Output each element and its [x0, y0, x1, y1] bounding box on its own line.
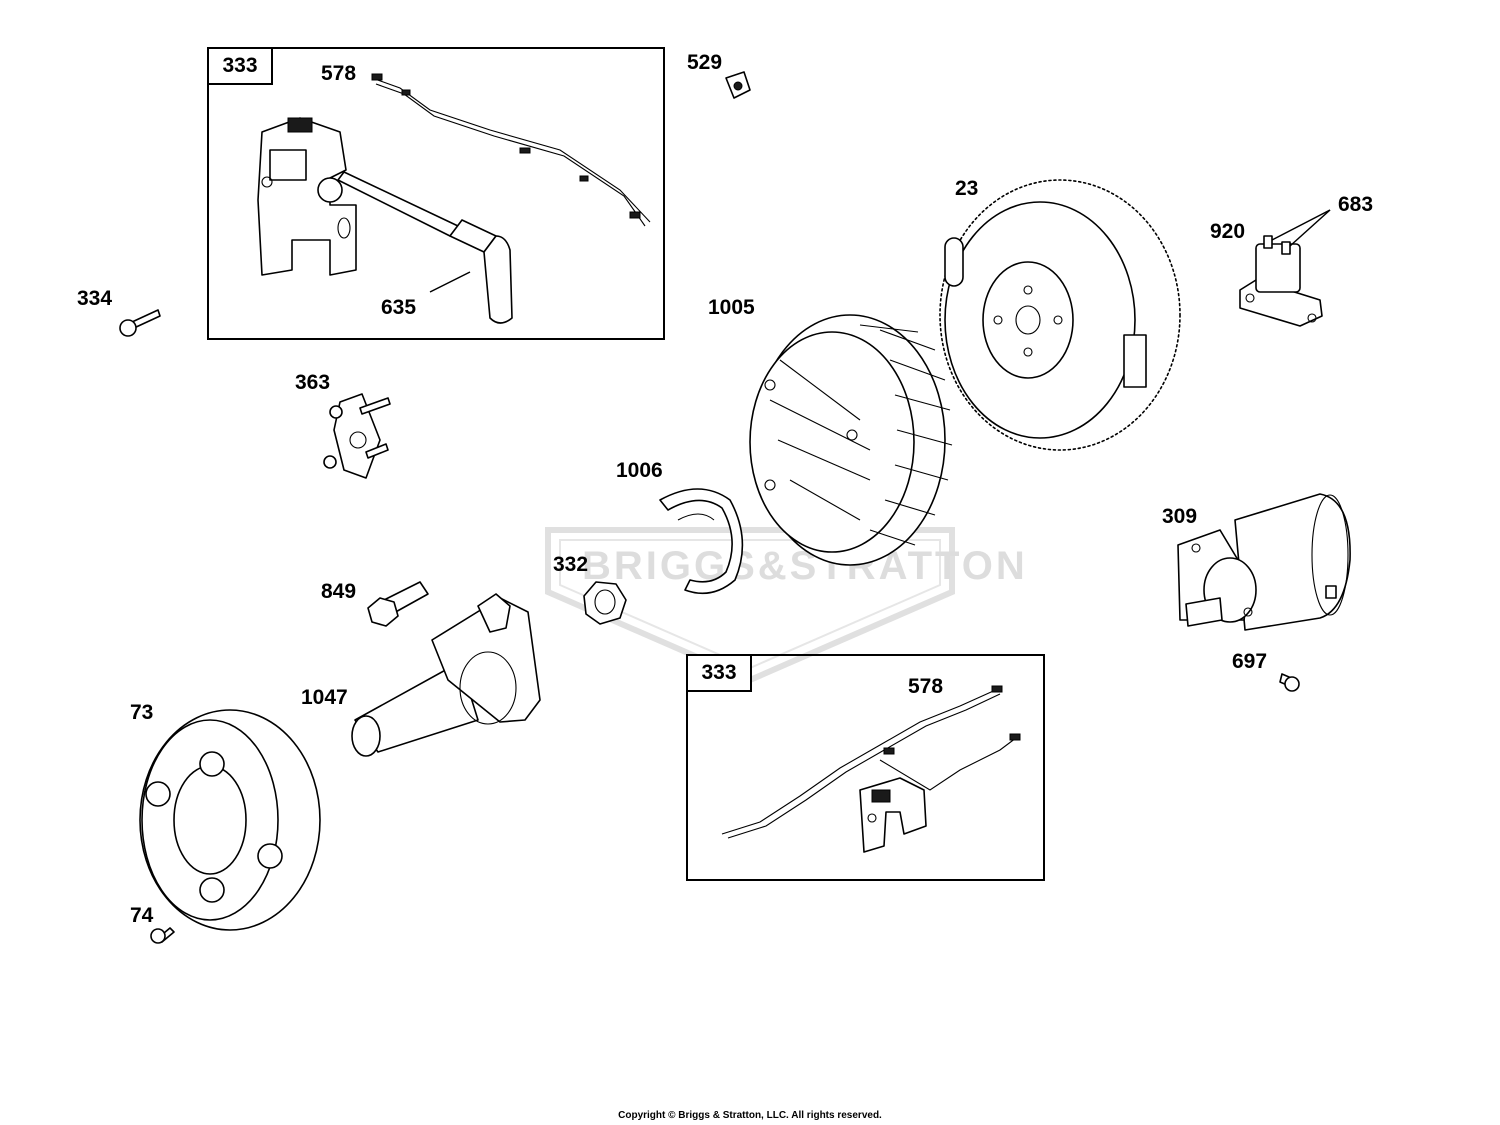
kit-tag-333-top: 333	[207, 47, 273, 85]
kit-box-333-bottom	[686, 654, 1045, 881]
callout-1005: 1005	[708, 296, 755, 319]
leader-683-a	[1271, 209, 1331, 241]
part-23-flywheel	[939, 179, 1181, 451]
part-920-solenoid	[1239, 235, 1323, 327]
copyright-notice: Copyright © Briggs & Stratton, LLC. All …	[618, 1110, 882, 1121]
part-74-bolt	[150, 927, 175, 944]
callout-1047: 1047	[301, 686, 348, 709]
part-697-screw	[1279, 673, 1300, 692]
part-334-bolt	[119, 309, 161, 337]
leader-683-b	[1289, 209, 1331, 247]
callout-697: 697	[1232, 650, 1268, 673]
callout-332: 332	[553, 553, 589, 576]
part-363-bracket	[323, 393, 391, 479]
callout-73: 73	[130, 701, 154, 724]
part-332-nut	[583, 581, 627, 625]
callout-683: 683	[1338, 193, 1374, 216]
part-529-clip	[725, 71, 751, 99]
callout-1006: 1006	[616, 459, 663, 482]
callout-849: 849	[321, 580, 357, 603]
kit-tag-333-bottom: 333	[686, 654, 752, 692]
callout-578-top: 578	[321, 62, 357, 85]
leader-635	[429, 271, 471, 293]
part-578-top-wire-harness	[371, 73, 651, 227]
part-1006-retainer	[659, 488, 744, 595]
callout-635: 635	[381, 296, 417, 319]
callout-74: 74	[130, 904, 154, 927]
part-309-starter-motor	[1177, 493, 1351, 631]
part-73-cover-plate	[139, 709, 321, 931]
part-849-hex-bolt	[367, 581, 429, 627]
part-1005-fan	[749, 314, 953, 566]
callout-309: 309	[1162, 505, 1198, 528]
part-1047-drive-hub	[351, 593, 541, 757]
part-578-bottom-harness	[721, 685, 1021, 853]
callout-334: 334	[77, 287, 113, 310]
callout-23: 23	[955, 177, 979, 200]
callout-529: 529	[687, 51, 723, 74]
callout-578-bottom: 578	[908, 675, 944, 698]
kit-box-333-top	[207, 47, 665, 340]
watermark-text: BRIGGS&STRATTON	[582, 544, 1028, 588]
callout-920: 920	[1210, 220, 1246, 243]
part-635-ignition-coil	[257, 117, 513, 324]
callout-363: 363	[295, 371, 331, 394]
